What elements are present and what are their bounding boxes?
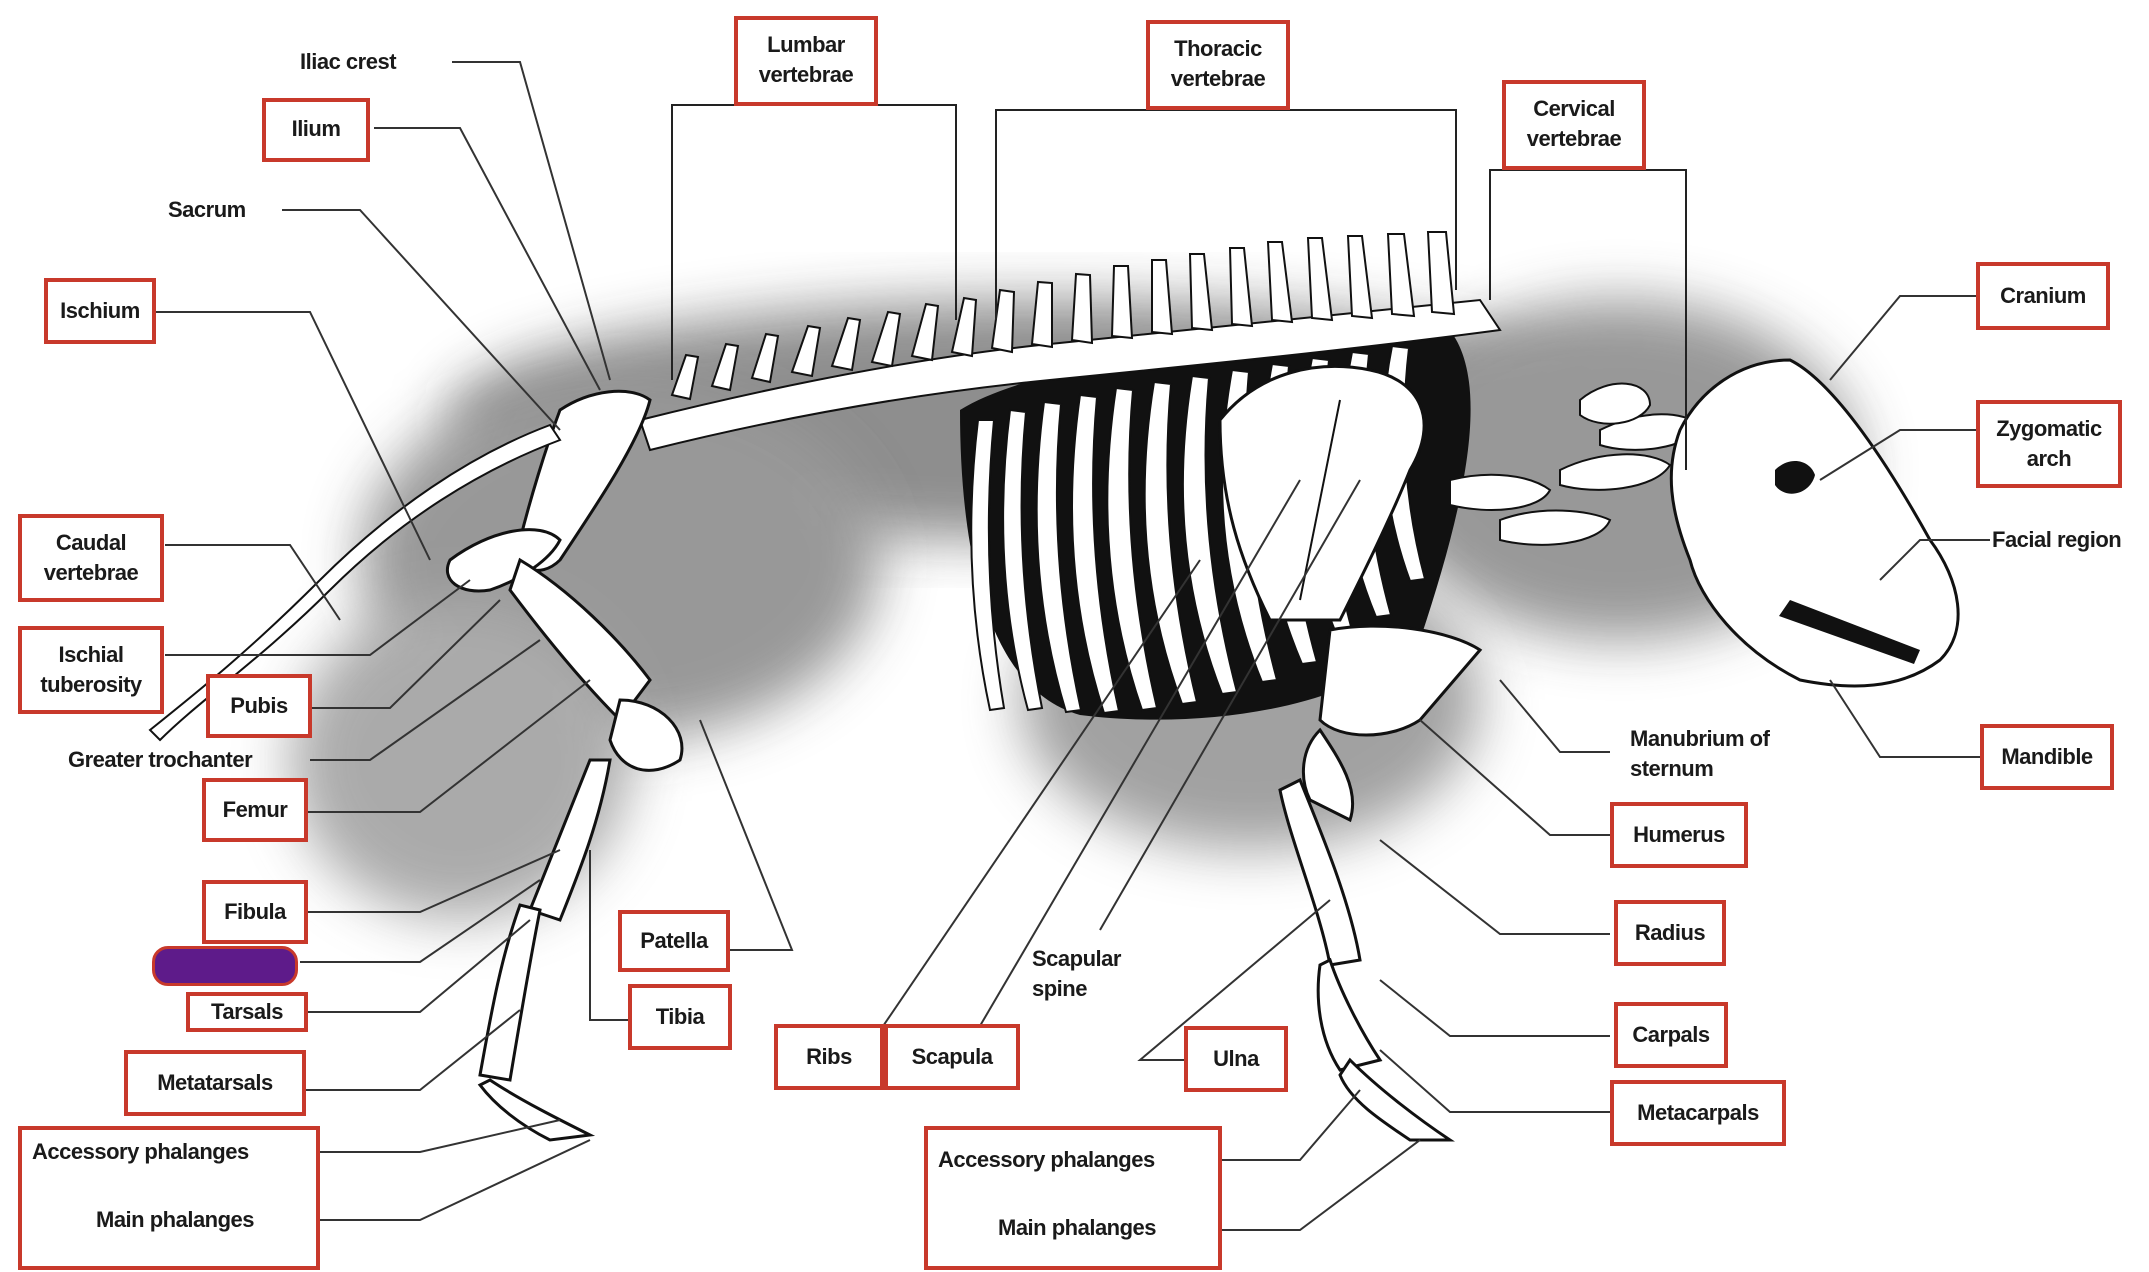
label-humerus: Humerus xyxy=(1610,802,1748,868)
label-metacarpals: Metacarpals xyxy=(1610,1080,1786,1146)
label-iliac-crest: Iliac crest xyxy=(300,46,396,78)
label-manubrium-of-sternum: Manubrium of sternum xyxy=(1630,724,1800,784)
label-fibula: Fibula xyxy=(202,880,308,944)
label-thoracic-vertebrae: Thoracic vertebrae xyxy=(1146,20,1290,110)
label-tarsals: Tarsals xyxy=(186,992,308,1032)
label-sacrum: Sacrum xyxy=(168,194,246,226)
label-pubis: Pubis xyxy=(206,674,312,738)
label-cranium: Cranium xyxy=(1976,262,2110,330)
label-metatarsals: Metatarsals xyxy=(124,1050,306,1116)
label-femur: Femur xyxy=(202,778,308,842)
label-accessory-phalanges-hind: Accessory phalanges xyxy=(32,1136,249,1168)
label-main-phalanges-fore: Main phalanges xyxy=(998,1212,1156,1244)
redacted-label xyxy=(152,946,298,986)
label-ischium: Ischium xyxy=(44,278,156,344)
label-ilium: Ilium xyxy=(262,98,370,162)
label-main-phalanges-hind: Main phalanges xyxy=(96,1204,254,1236)
skull xyxy=(1671,360,1958,686)
label-ischial-tuberosity: Ischial tuberosity xyxy=(18,626,164,714)
label-ribs: Ribs xyxy=(774,1024,884,1090)
label-accessory-phalanges-fore: Accessory phalanges xyxy=(938,1144,1155,1176)
label-patella: Patella xyxy=(618,910,730,972)
label-carpals: Carpals xyxy=(1614,1002,1728,1068)
label-ulna: Ulna xyxy=(1184,1026,1288,1092)
label-facial-region: Facial region xyxy=(1992,524,2121,556)
label-cervical-vertebrae: Cervical vertebrae xyxy=(1502,80,1646,170)
label-scapula: Scapula xyxy=(884,1024,1020,1090)
label-tibia: Tibia xyxy=(628,984,732,1050)
label-lumbar-vertebrae: Lumbar vertebrae xyxy=(734,16,878,106)
label-radius: Radius xyxy=(1614,900,1726,966)
label-greater-trochanter: Greater trochanter xyxy=(68,744,252,776)
label-caudal-vertebrae: Caudal vertebrae xyxy=(18,514,164,602)
label-zygomatic-arch: Zygomatic arch xyxy=(1976,400,2122,488)
label-scapular-spine: Scapular spine xyxy=(1032,944,1162,1004)
label-mandible: Mandible xyxy=(1980,724,2114,790)
